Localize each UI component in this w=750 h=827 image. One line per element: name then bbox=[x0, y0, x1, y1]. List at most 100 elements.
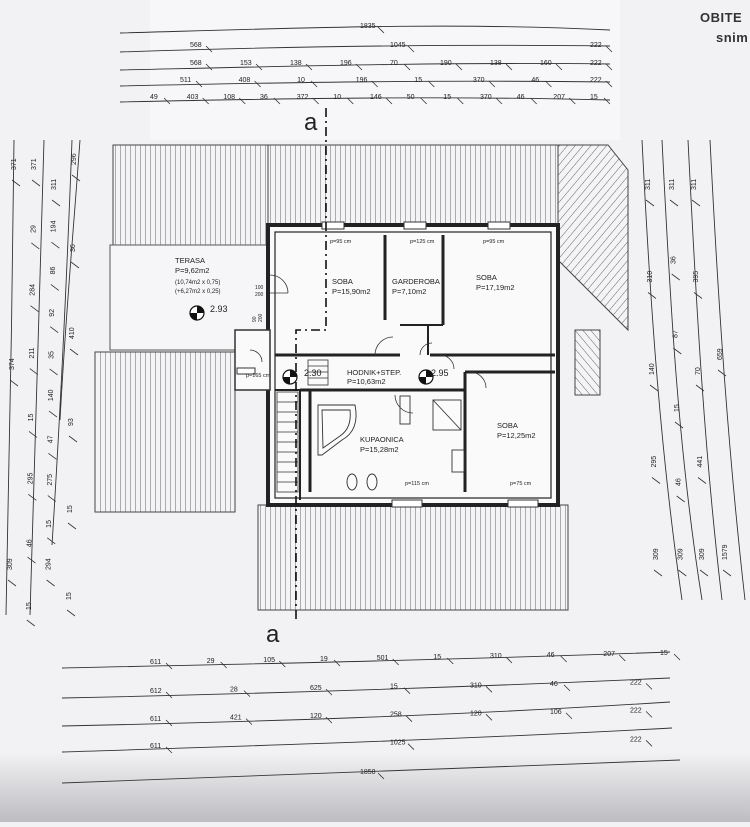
dimension-tick bbox=[495, 97, 503, 105]
dimension-tick bbox=[674, 421, 684, 429]
dim-left-c3: 311 bbox=[51, 179, 58, 190]
dimension-tick bbox=[505, 63, 513, 71]
dim-bottom-r3: 421 bbox=[230, 715, 242, 722]
dimension-tick bbox=[428, 80, 435, 88]
dim-bottom-r4: 1025 bbox=[390, 740, 406, 747]
dimension-tick bbox=[333, 659, 341, 667]
dim-bottom-r1: 207 bbox=[603, 651, 615, 658]
dimension-tick bbox=[555, 63, 563, 71]
dim-left-c1: 371 bbox=[11, 158, 18, 170]
dim-bottom-r2: 46 bbox=[550, 681, 558, 688]
dimension-tick bbox=[569, 97, 576, 105]
dim-right-c2: 46 bbox=[676, 478, 683, 486]
dim-top-r3: 70 bbox=[390, 60, 398, 67]
dimension-tick bbox=[31, 179, 41, 187]
dim-top-r4: 222 bbox=[590, 77, 602, 84]
dim-right-c4: 1579 bbox=[722, 544, 729, 560]
dimension-tick bbox=[407, 45, 415, 53]
dim-left-c1: 374 bbox=[9, 358, 16, 370]
dim-top-r2: 222 bbox=[590, 42, 602, 49]
dimension-tick bbox=[355, 63, 363, 71]
garderoba-name: GARDEROBA bbox=[392, 277, 440, 286]
hodnik-area: P=10,63m2 bbox=[347, 377, 386, 386]
dim-top-r5: 372 bbox=[297, 94, 309, 101]
dim-right-c1: 311 bbox=[645, 179, 652, 190]
dimension-tick bbox=[403, 63, 411, 71]
dimension-tick bbox=[305, 63, 313, 71]
dim-top-r5: 46 bbox=[517, 94, 525, 101]
svg-text:200: 200 bbox=[258, 313, 264, 322]
dim-bottom-r3: 258 bbox=[390, 712, 402, 719]
dim-bottom-r1: 19 bbox=[320, 656, 328, 663]
dimension-tick bbox=[165, 746, 173, 754]
dim-left-c3: 15 bbox=[46, 520, 53, 528]
dim-right-c3: 395 bbox=[693, 271, 700, 283]
dimension-tick bbox=[46, 579, 55, 587]
dimension-tick bbox=[255, 63, 263, 71]
dim-bottom-r1: 15 bbox=[433, 654, 441, 661]
dim-left-c2: 29 bbox=[30, 225, 37, 233]
washbasin bbox=[451, 449, 465, 473]
dimension-tick bbox=[245, 718, 253, 725]
dimension-tick bbox=[695, 384, 705, 392]
opening-labels: 100 200 90 200 bbox=[252, 285, 264, 322]
dim-right-c1: 295 bbox=[651, 456, 658, 468]
dimension-tick bbox=[377, 26, 385, 34]
staircase bbox=[276, 359, 329, 493]
dim-right-c2: 15 bbox=[674, 404, 681, 412]
dim-right-c1: 310 bbox=[647, 271, 654, 283]
dim-left-c2: 46 bbox=[27, 539, 34, 547]
dimension-tick bbox=[51, 199, 61, 207]
dim-bottom-r2: 625 bbox=[310, 685, 322, 692]
dimension-tick bbox=[678, 569, 687, 577]
terasa-calc1: (10,74m2 x 0,75) bbox=[175, 280, 220, 286]
dimension-tick bbox=[649, 384, 659, 392]
dim-left-c2: 15 bbox=[28, 414, 35, 422]
dimension-tick bbox=[51, 241, 60, 249]
dimension-tick bbox=[676, 495, 685, 503]
dim-bottom-r2: 28 bbox=[230, 687, 238, 694]
dim-left-c3: 92 bbox=[49, 309, 56, 317]
dim-top-r5: 370 bbox=[480, 94, 492, 101]
dim-left-c3: 140 bbox=[48, 389, 55, 401]
terasa-calc2: (+6,27m2 x 0,25) bbox=[175, 289, 221, 295]
dimension-tick bbox=[205, 63, 213, 71]
dim-top-r5: 108 bbox=[223, 94, 235, 101]
level-hodnik-left: 2.30 bbox=[304, 368, 322, 378]
dimension-tick bbox=[47, 495, 57, 502]
dimension-tick bbox=[279, 660, 286, 668]
dimension-tick bbox=[673, 653, 681, 661]
section-label-top: a bbox=[304, 109, 318, 136]
roof-top-middle bbox=[267, 144, 559, 226]
dim-left-c3: 194 bbox=[50, 220, 57, 232]
dimension-tick bbox=[48, 452, 57, 460]
kupaonica-name: KUPAONICA bbox=[360, 435, 404, 444]
dim-top-r2: 1045 bbox=[390, 42, 406, 49]
roof-left bbox=[94, 351, 236, 513]
dimension-tick bbox=[50, 284, 60, 291]
dim-bottom-r3: 106 bbox=[550, 709, 562, 716]
dim-top-r5: 50 bbox=[407, 94, 415, 101]
terasa-name: TERASA bbox=[175, 256, 205, 265]
dimension-tick bbox=[545, 80, 552, 88]
dimension-tick bbox=[239, 97, 246, 105]
dimension-tick bbox=[325, 716, 333, 724]
dimension-tick bbox=[29, 368, 39, 375]
dimension-tick bbox=[243, 690, 251, 697]
dimension-tick bbox=[28, 493, 37, 501]
dimension-tick bbox=[565, 712, 573, 720]
dim-left-c1: 309 bbox=[7, 558, 14, 570]
dimension-tick bbox=[68, 435, 78, 443]
dim-left-c2: 211 bbox=[29, 347, 36, 358]
dim-top-r5: 146 bbox=[370, 94, 382, 101]
dim-top-r5: 49 bbox=[150, 94, 158, 101]
dimension-tick bbox=[722, 569, 732, 577]
dimension-tick bbox=[651, 477, 661, 484]
dimension-tick bbox=[697, 477, 707, 484]
doors bbox=[249, 274, 487, 414]
svg-text:100: 100 bbox=[255, 285, 264, 291]
dimension-tick bbox=[645, 740, 653, 747]
dim-left-c4: 93 bbox=[68, 418, 75, 426]
svg-text:p=125 cm: p=125 cm bbox=[410, 239, 435, 245]
dim-bottom-r1: 46 bbox=[547, 652, 555, 659]
